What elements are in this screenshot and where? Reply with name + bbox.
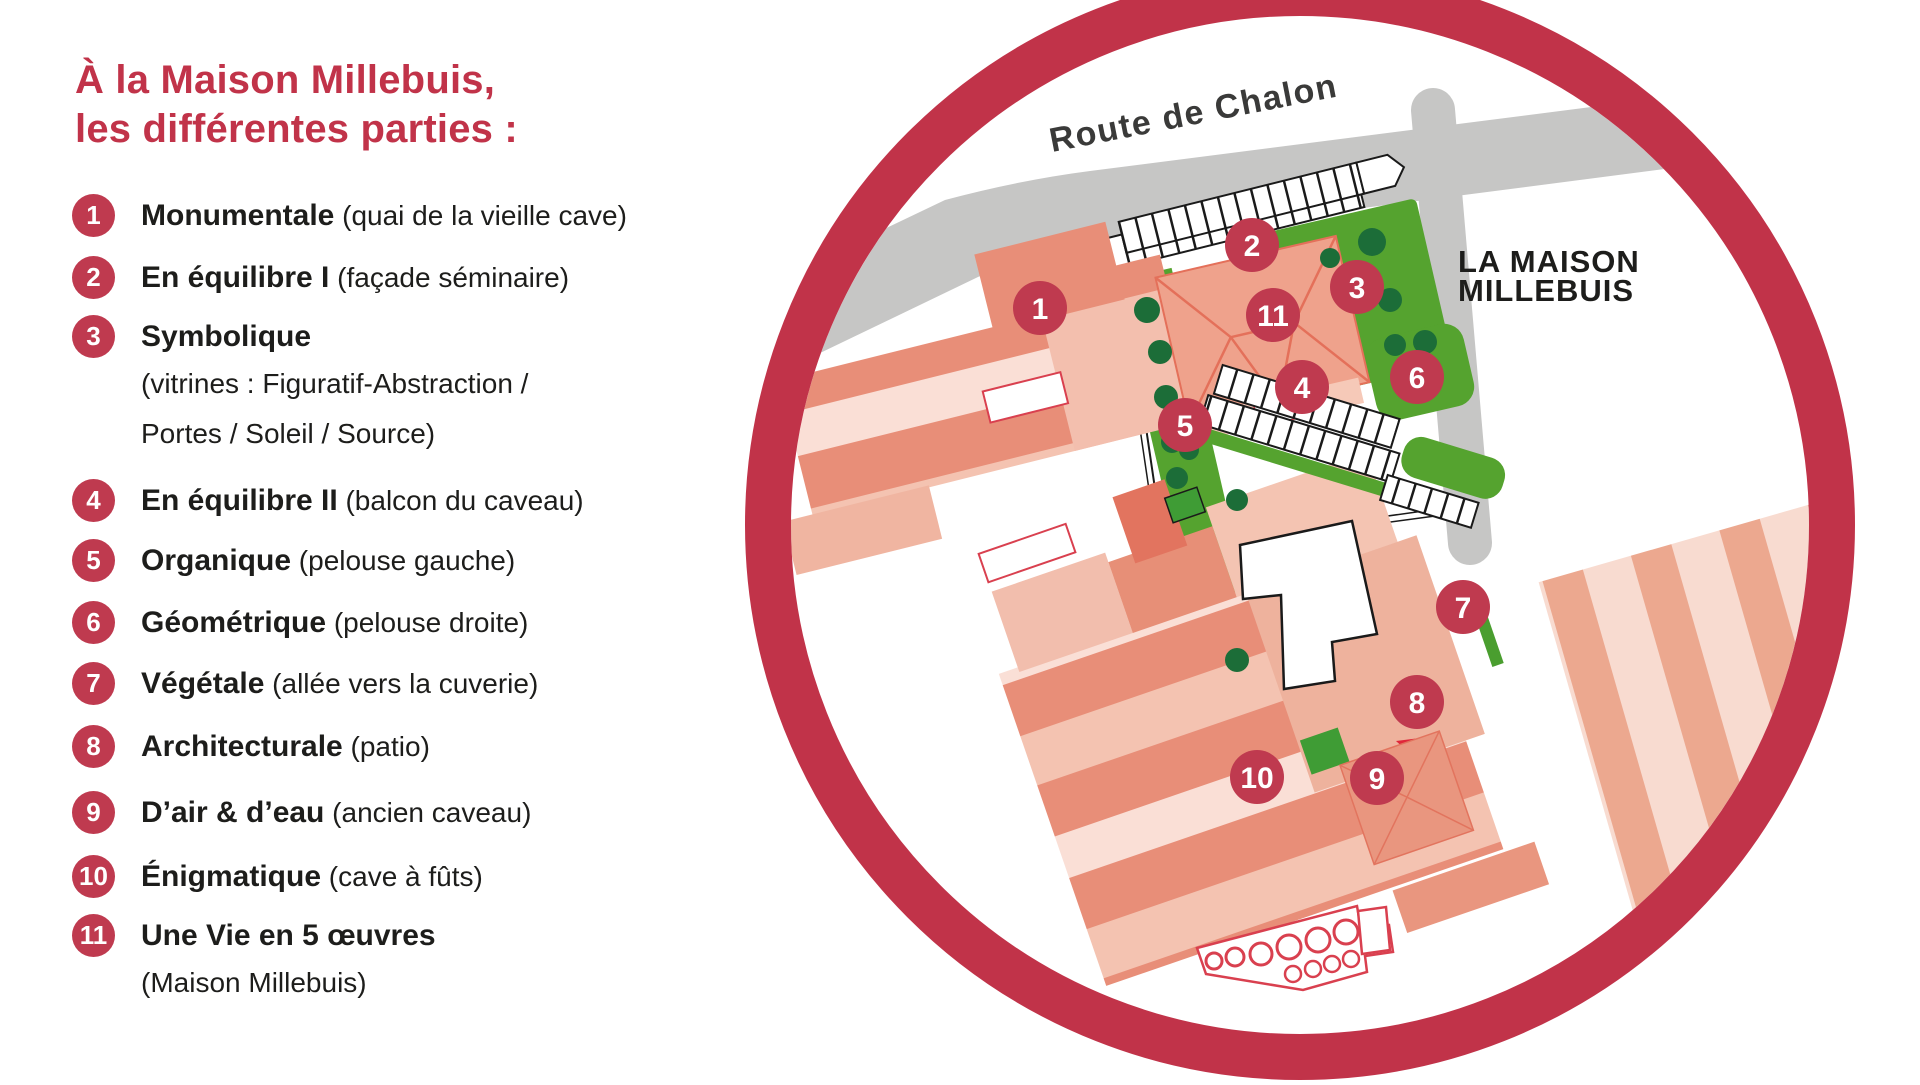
legend-item-badge: 2 — [72, 256, 115, 299]
legend-item: 10 Énigmatique (cave à fûts) — [72, 855, 483, 899]
legend-item-badge: 10 — [72, 855, 115, 898]
legend-item-name: En équilibre I — [141, 261, 330, 294]
legend-item-note: (façade séminaire) — [329, 262, 570, 293]
legend-item-badge: 6 — [72, 601, 115, 644]
svg-text:7: 7 — [1455, 592, 1472, 625]
svg-text:6: 6 — [1409, 362, 1426, 395]
map-marker-7: 7 — [1436, 580, 1490, 634]
legend-item-note: (patio) — [342, 731, 430, 762]
legend-item-note: Portes / Soleil / Source) — [141, 418, 436, 449]
site-label: MILLEBUIS — [1458, 273, 1634, 308]
map-marker-4: 4 — [1275, 360, 1329, 414]
legend-item-note: (cave à fûts) — [321, 861, 483, 892]
legend-item-name: Végétale — [141, 667, 265, 700]
svg-text:8: 8 — [1409, 687, 1426, 720]
legend-item-badge: 3 — [72, 315, 115, 358]
legend-item-badge: 9 — [72, 791, 115, 834]
legend-item: 4 En équilibre II (balcon du caveau) — [72, 479, 584, 523]
road — [791, 88, 1750, 442]
site-label: LA MAISON — [1458, 244, 1640, 279]
map-marker-5: 5 — [1158, 398, 1212, 452]
legend-item-note: (allée vers la cuverie) — [264, 668, 539, 699]
legend-item-badge: 5 — [72, 539, 115, 582]
map-ring — [745, 0, 1855, 1080]
legend-item: 5 Organique (pelouse gauche) — [72, 539, 515, 583]
legend-item-note: (ancien caveau) — [324, 797, 532, 828]
legend-title-line2: les différentes parties : — [75, 107, 518, 151]
legend-item-text: Symbolique (vitrines : Figuratif-Abstract… — [141, 315, 528, 459]
legend-item-badge: 11 — [72, 914, 115, 957]
map-marker-8: 8 — [1390, 675, 1444, 729]
legend-item-text: D’air & d’eau (ancien caveau) — [141, 791, 531, 835]
grass-patch — [1163, 486, 1207, 524]
legend-item-text: Organique (pelouse gauche) — [141, 539, 515, 583]
courtyard-patio — [1238, 519, 1379, 691]
legend-item-name: En équilibre II — [141, 484, 338, 517]
legend-item: 8 Architecturale (patio) — [72, 725, 430, 769]
legend-item-text: En équilibre I (façade séminaire) — [141, 256, 569, 300]
svg-text:4: 4 — [1294, 372, 1311, 405]
svg-text:11: 11 — [1257, 300, 1289, 333]
svg-text:10: 10 — [1240, 762, 1273, 795]
legend-item: 11 Une Vie en 5 œuvres (Maison Millebuis) — [72, 914, 436, 1008]
svg-text:5: 5 — [1177, 410, 1194, 443]
legend-item-text: Monumentale (quai de la vieille cave) — [141, 194, 627, 238]
legend-item-note: (quai de la vieille cave) — [334, 200, 627, 231]
legend-item-text: Architecturale (patio) — [141, 725, 430, 769]
legend-item-badge: 7 — [72, 662, 115, 705]
legend-item-note: (pelouse gauche) — [291, 545, 516, 576]
legend-item: 1 Monumentale (quai de la vieille cave) — [72, 194, 627, 238]
legend-item-text: Géométrique (pelouse droite) — [141, 601, 528, 645]
barrel-cellar — [1195, 904, 1395, 992]
legend-item-text: Une Vie en 5 œuvres (Maison Millebuis) — [141, 914, 436, 1008]
legend-item-name: Monumentale — [141, 199, 335, 232]
svg-text:3: 3 — [1349, 272, 1366, 305]
map-marker-10: 10 — [1230, 750, 1284, 804]
legend-item-name: D’air & d’eau — [141, 796, 325, 829]
map-marker-3: 3 — [1330, 260, 1384, 314]
legend-item-name: Symbolique — [141, 320, 312, 353]
map-marker-6: 6 — [1390, 350, 1444, 404]
legend-panel: À la Maison Millebuis, les différentes p… — [0, 0, 700, 1080]
legend-item-name: Une Vie en 5 œuvres — [141, 919, 436, 952]
legend-item-text: Végétale (allée vers la cuverie) — [141, 662, 538, 706]
legend-item: 3 Symbolique (vitrines : Figuratif-Abstrac… — [72, 315, 528, 459]
map-marker-11: 11 — [1246, 288, 1300, 342]
legend-item-badge: 1 — [72, 194, 115, 237]
svg-text:9: 9 — [1369, 763, 1386, 796]
legend-item-note: (vitrines : Figuratif-Abstraction / — [141, 368, 529, 399]
legend-title-line1: À la Maison Millebuis, — [75, 58, 496, 102]
legend-item: 7 Végétale (allée vers la cuverie) — [72, 662, 538, 706]
legend-item-text: En équilibre II (balcon du caveau) — [141, 479, 584, 523]
legend-item-badge: 8 — [72, 725, 115, 768]
legend-item-name: Architecturale — [141, 730, 343, 763]
legend-item: 6 Géométrique (pelouse droite) — [72, 601, 528, 645]
svg-text:2: 2 — [1244, 230, 1261, 263]
grass-patch — [1299, 727, 1350, 775]
legend-item: 2 En équilibre I (façade séminaire) — [72, 256, 569, 300]
legend-title: À la Maison Millebuis, les différentes p… — [75, 56, 518, 154]
legend-item: 9 D’air & d’eau (ancien caveau) — [72, 791, 531, 835]
legend-item-note: (balcon du caveau) — [337, 485, 584, 516]
legend-item-note: (pelouse droite) — [326, 607, 529, 638]
building-connector — [1392, 841, 1550, 934]
legend-item-text: Énigmatique (cave à fûts) — [141, 855, 483, 899]
svg-text:1: 1 — [1032, 293, 1049, 326]
map-marker-2: 2 — [1225, 218, 1279, 272]
legend-item-name: Organique — [141, 544, 292, 577]
building-monumentale — [791, 221, 1201, 575]
legend-item-note: (Maison Millebuis) — [141, 967, 367, 998]
legend-item-name: Énigmatique — [141, 860, 322, 893]
map-marker-9: 9 — [1350, 751, 1404, 805]
legend-item-name: Géométrique — [141, 606, 327, 639]
legend-item-badge: 4 — [72, 479, 115, 522]
map-marker-1: 1 — [1013, 281, 1067, 335]
